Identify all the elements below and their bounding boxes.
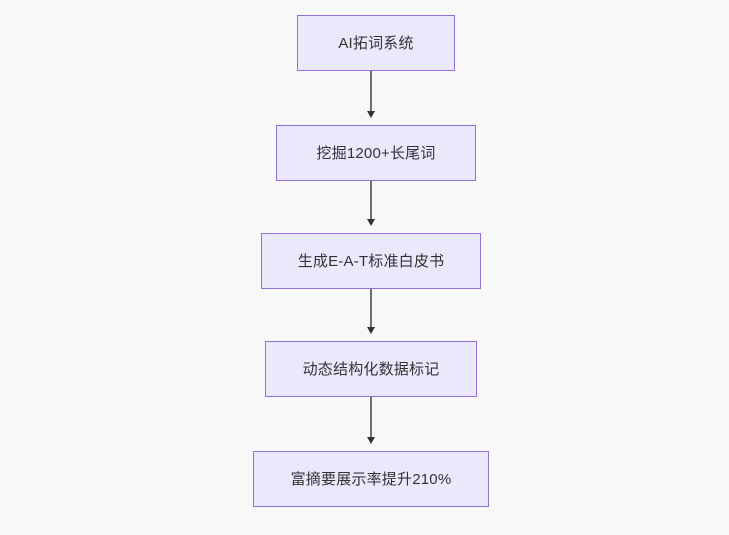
arrowhead-icon bbox=[366, 111, 375, 118]
edge-n2-n3 bbox=[366, 181, 375, 226]
node-label: 生成E-A-T标准白皮书 bbox=[297, 252, 445, 270]
node-label: 挖掘1200+长尾词 bbox=[316, 144, 436, 162]
flowchart-node-n4[interactable]: 动态结构化数据标记 bbox=[265, 341, 477, 397]
arrowhead-icon bbox=[366, 327, 375, 334]
edge-line bbox=[370, 397, 372, 438]
node-label: AI拓词系统 bbox=[338, 34, 414, 52]
flowchart-node-n3[interactable]: 生成E-A-T标准白皮书 bbox=[261, 233, 481, 289]
node-label: 富摘要展示率提升210% bbox=[290, 470, 452, 488]
node-label: 动态结构化数据标记 bbox=[302, 360, 440, 378]
edge-line bbox=[370, 181, 372, 220]
arrowhead-icon bbox=[366, 437, 375, 444]
edge-n3-n4 bbox=[366, 289, 375, 334]
edge-n4-n5 bbox=[366, 397, 375, 444]
arrowhead-icon bbox=[366, 219, 375, 226]
edge-n1-n2 bbox=[366, 71, 375, 118]
flowchart-node-n1[interactable]: AI拓词系统 bbox=[297, 15, 455, 71]
edge-line bbox=[370, 289, 372, 328]
flowchart-node-n2[interactable]: 挖掘1200+长尾词 bbox=[276, 125, 476, 181]
edge-line bbox=[370, 71, 372, 112]
flowchart-node-n5[interactable]: 富摘要展示率提升210% bbox=[253, 451, 489, 507]
